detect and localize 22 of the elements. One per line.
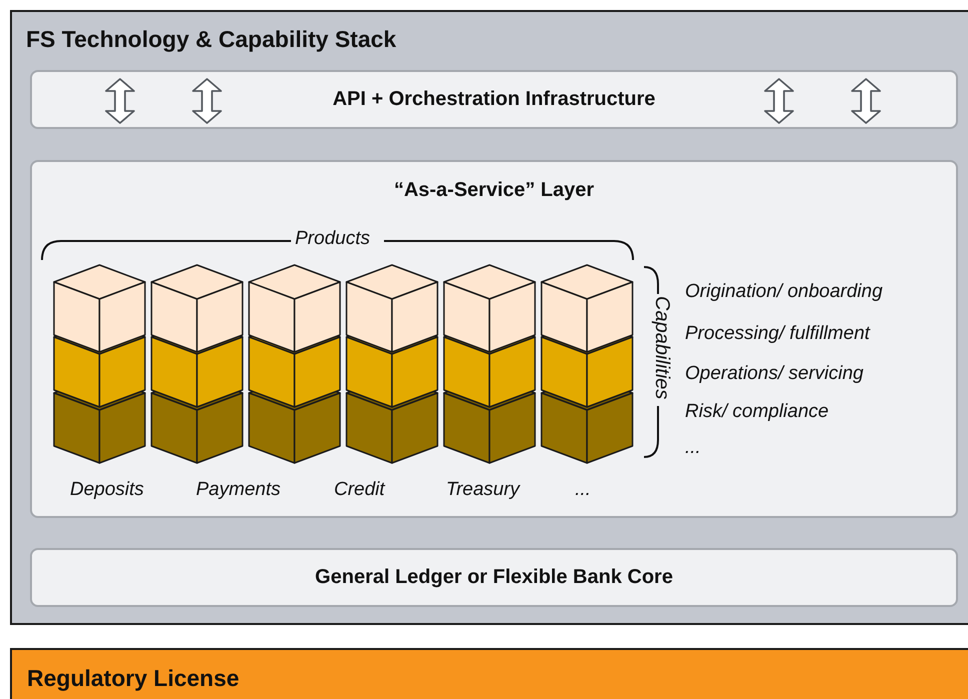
- stack-title: FS Technology & Capability Stack: [26, 26, 396, 53]
- bracket-label: Products: [295, 228, 370, 251]
- layer-title: “As-a-Service” Layer: [392, 179, 596, 202]
- capability-label: Operations/ servicing: [685, 363, 864, 386]
- capability-label: Processing/ fulfillment: [685, 323, 870, 346]
- bracket-label: Capabilities: [650, 296, 674, 400]
- layer-band: [30, 548, 958, 607]
- capability-label: Origination/ onboarding: [685, 281, 883, 304]
- product-label: Treasury: [446, 479, 520, 502]
- license-band: [10, 648, 968, 699]
- product-label: Deposits: [70, 479, 144, 502]
- product-label: Payments: [196, 479, 280, 502]
- license-title: Regulatory License: [27, 665, 240, 692]
- layer-band: [30, 70, 958, 129]
- layer-title: General Ledger or Flexible Bank Core: [314, 566, 674, 589]
- product-label: ...: [575, 479, 591, 502]
- capability-label: ...: [685, 437, 701, 460]
- layer-title: API + Orchestration Infrastructure: [332, 88, 656, 111]
- capability-label: Risk/ compliance: [685, 401, 829, 424]
- product-label: Credit: [334, 479, 385, 502]
- stack-panel: [10, 10, 968, 625]
- layer-panel: [30, 160, 958, 518]
